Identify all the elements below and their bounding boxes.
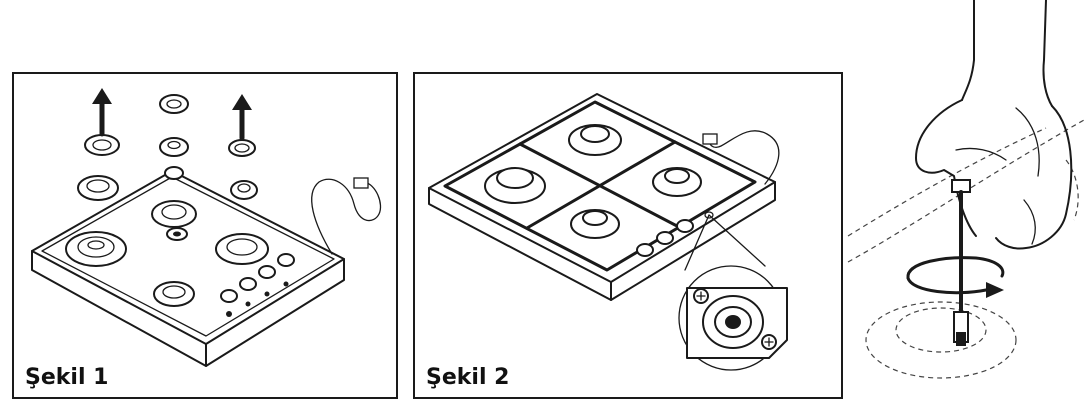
burner-bases xyxy=(65,200,269,307)
figure-1-drawing xyxy=(31,88,382,367)
detail-leader xyxy=(684,214,766,271)
hob-surface-dashed xyxy=(847,119,1085,379)
control-knobs xyxy=(636,211,714,257)
pan-supports xyxy=(443,100,757,272)
hob-body xyxy=(31,170,345,367)
lift-arrows xyxy=(92,88,252,141)
figure-2-panel: Şekil 2 xyxy=(413,72,843,399)
arm-and-hand xyxy=(915,0,1073,250)
figure-2-drawing xyxy=(428,93,788,371)
control-knobs xyxy=(220,253,295,317)
figure-1-panel: Şekil 1 xyxy=(12,72,398,399)
figure-3-drawing xyxy=(847,0,1085,379)
hob-body xyxy=(428,93,776,301)
screw-detail xyxy=(678,265,788,371)
burner-caps xyxy=(77,94,258,201)
figure-2-caption: Şekil 2 xyxy=(423,365,513,391)
rotation-arrow-icon xyxy=(906,256,1005,298)
power-cord xyxy=(311,177,382,255)
burners xyxy=(484,124,702,239)
figure-1-caption: Şekil 1 xyxy=(22,365,112,391)
power-cord xyxy=(702,130,780,185)
screwdriver-tool xyxy=(951,179,971,346)
